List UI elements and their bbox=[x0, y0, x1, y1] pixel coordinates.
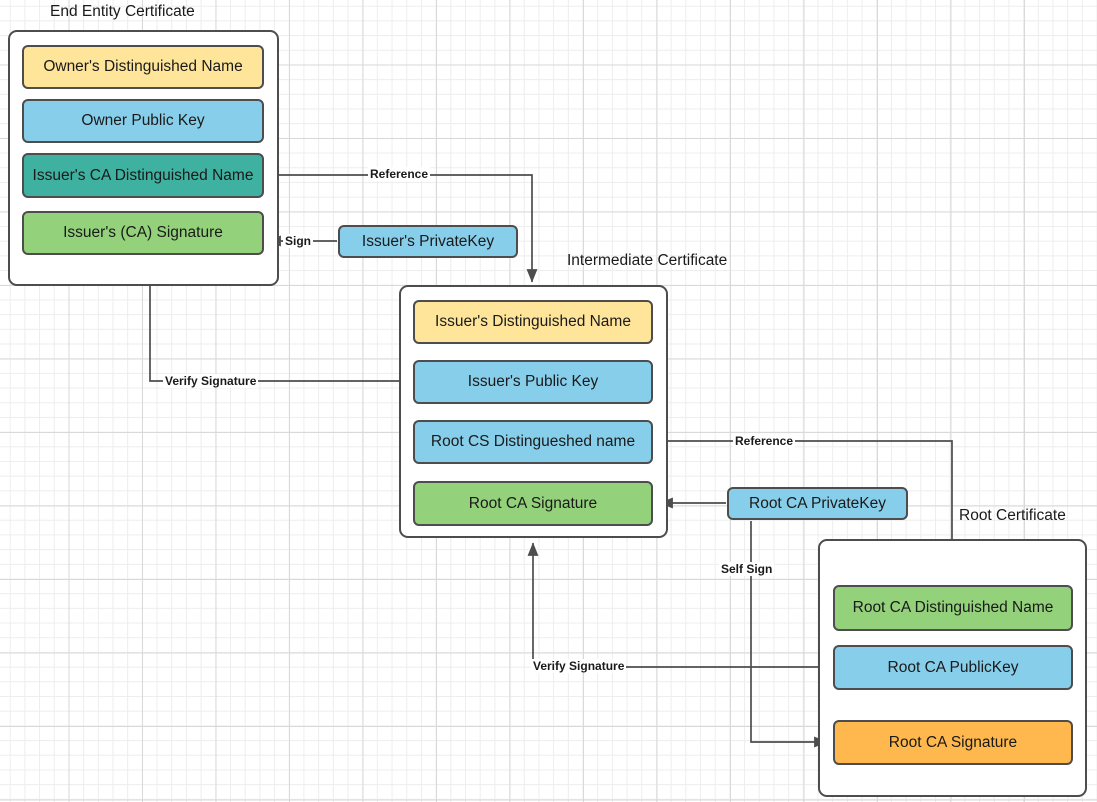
edge-label-self-sign: Self Sign bbox=[719, 562, 775, 576]
field-intermediate-root-ca-signature[interactable]: Root CA Signature bbox=[413, 481, 653, 526]
label-intermediate-certificate: Intermediate Certificate bbox=[567, 252, 728, 269]
edge-label-reference-1: Reference bbox=[368, 167, 431, 181]
edge-label-sign-1: Sign bbox=[283, 234, 313, 248]
field-root-ca-publickey[interactable]: Root CA PublicKey bbox=[833, 645, 1073, 690]
edge-label-verify-signature-2: Verify Signature bbox=[531, 659, 627, 673]
field-issuers-public-key[interactable]: Issuer's Public Key bbox=[413, 360, 653, 404]
field-issuer-ca-distinguished-name[interactable]: Issuer's CA Distinguished Name bbox=[22, 153, 264, 198]
edge-label-reference-2: Reference bbox=[733, 434, 796, 448]
field-root-root-ca-signature[interactable]: Root CA Signature bbox=[833, 720, 1073, 765]
issuers-privatekey-box[interactable]: Issuer's PrivateKey bbox=[338, 225, 518, 258]
edge-self-sign bbox=[750, 521, 828, 748]
label-end-entity-certificate: End Entity Certificate bbox=[50, 3, 195, 20]
field-owner-distinguished-name[interactable]: Owner's Distinguished Name bbox=[22, 45, 264, 89]
label-root-certificate: Root Certificate bbox=[959, 507, 1066, 524]
field-root-cs-distingueshed-name[interactable]: Root CS Distingueshed name bbox=[413, 420, 653, 464]
edge-label-verify-signature-1: Verify Signature bbox=[163, 374, 259, 388]
field-owner-public-key[interactable]: Owner Public Key bbox=[22, 99, 264, 143]
field-issuers-distinguished-name[interactable]: Issuer's Distinguished Name bbox=[413, 300, 653, 344]
edge-verify-signature-2 bbox=[527, 542, 832, 668]
field-issuer-ca-signature[interactable]: Issuer's (CA) Signature bbox=[22, 211, 264, 255]
field-root-ca-distinguished-name[interactable]: Root CA Distinguished Name bbox=[833, 585, 1073, 631]
root-ca-privatekey-box[interactable]: Root CA PrivateKey bbox=[727, 487, 908, 520]
